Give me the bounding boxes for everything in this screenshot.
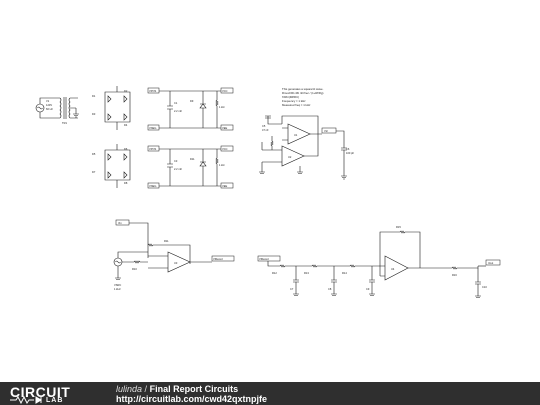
cap-value-c5: 47 nF [262,128,269,132]
filter-chain[interactable]: Vin VSRC 1 kHz R10 R11 U3 Vfiltered Vfil… [113,219,501,298]
rail-tag-vneg[interactable] [147,124,160,131]
footer-bar: CIRCUIT LAB lulinda / Final Report Circu… [0,382,540,405]
diode-label-d1: D1 [92,94,96,98]
svg-text:VNEG: VNEG [149,184,156,188]
diode-label-d3: D3 [92,112,96,116]
diode-label-d7: D7 [92,170,96,174]
tag-vfiltered-1[interactable] [211,255,235,262]
wave-generator[interactable]: This generates a square/tri wave. Rmod=R… [259,87,354,180]
generator-note-4: Frequency = 1 kHz [282,99,306,103]
tag-vfiltered-2[interactable] [257,255,281,262]
tag-vin[interactable] [115,219,130,226]
source-label-vsrc: VSRC [114,283,121,287]
svg-text:VCC: VCC [222,147,228,151]
opamp-u1[interactable] [287,123,311,145]
rail-tag-vcc[interactable] [220,87,234,94]
rail-tag-vee-2[interactable] [220,182,234,189]
ac-source-transformer[interactable]: V1 120V 60 Hz TR1 [35,97,79,125]
regulator-bottom[interactable]: VPOS VNEG VCC VEE C3 2.2 mF D11 1 kΩ [147,145,234,189]
diode-label-d2: D2 [124,89,128,93]
svg-text:VPOS: VPOS [149,89,156,93]
svg-text:C7: C7 [290,287,294,291]
opamp-u2[interactable] [281,145,305,167]
transformer-label: TR1 [62,121,67,125]
svg-text:VEE: VEE [222,184,227,188]
zener-label-d11: D11 [190,157,195,161]
diode-label-d5: D5 [92,152,96,156]
generator-note-3: f=Rb/(4RfRC) [282,95,299,99]
cap-label-c3: C3 [174,159,178,163]
cap-label-c1: C1 [174,101,178,105]
svg-text:U2: U2 [288,155,292,159]
svg-text:R12: R12 [272,271,277,275]
rail-tag-vee[interactable] [220,124,234,131]
res-value-bottom: 1 kΩ [219,163,224,167]
svg-text:VPOS: VPOS [149,147,156,151]
generator-note-1: This generates a square/tri wave. [282,87,324,91]
svg-text:VEE: VEE [222,126,227,130]
regulator-top[interactable]: VPOS VNEG VCC VEE C1 2.2 mF D9 1 kΩ [147,87,234,131]
svg-text:R14: R14 [342,271,347,275]
logo-lab-text: LAB [46,397,64,404]
rail-tag-vpos[interactable] [147,87,160,94]
svg-text:R11: R11 [164,239,169,243]
svg-text:Vfiltered: Vfiltered [259,257,269,261]
breadcrumb-project[interactable]: Final Report Circuits [149,384,239,394]
rail-tag-vcc-2[interactable] [220,145,234,152]
cap-value-c3: 2.2 mF [174,167,182,171]
cap-value-c1: 2.2 mF [174,109,182,113]
svg-text:C8: C8 [328,287,332,291]
diode-label-d8: D8 [124,181,128,185]
logo-wave-icon [10,396,42,404]
source-value: 120V [46,103,52,107]
svg-text:R15: R15 [396,225,401,229]
source-label: V1 [46,99,50,103]
tag-vtri[interactable] [321,127,337,134]
svg-text:Vin: Vin [118,221,122,225]
circuitlab-logo[interactable]: CIRCUIT [10,384,71,400]
breadcrumb: lulinda / Final Report Circuits [116,384,238,394]
svg-text:Vfiltered: Vfiltered [213,257,223,261]
rail-tag-vneg-2[interactable] [147,182,160,189]
breadcrumb-user[interactable]: lulinda [116,384,143,394]
res-value-top: 1 kΩ [219,105,224,109]
opamp-u3[interactable] [167,251,191,273]
circuit-url[interactable]: http://circuitlab.com/cwd42qxtnpjfe [116,394,268,404]
cap-value-c6: 100 pF [346,151,354,155]
svg-text:Vout: Vout [488,261,493,265]
schematic-canvas[interactable]: V1 120V 60 Hz TR1 D1 D2 D3 D4 D5 D6 D7 D… [0,0,540,382]
tag-vout[interactable] [485,259,501,266]
source-frequency: 60 Hz [46,107,53,111]
svg-text:Vtri: Vtri [324,129,328,133]
svg-text:VNEG: VNEG [149,126,156,130]
generator-note-2: Rmod=R1·Rb /2πfrec / (1+Rf/Rg) [282,91,323,95]
svg-text:U1: U1 [294,133,298,137]
source-value-vsrc: 1 kHz [114,287,121,291]
rail-tag-vpos-2[interactable] [147,145,160,152]
opamp-u4[interactable] [384,255,409,281]
svg-text:U3: U3 [174,261,178,265]
diode-label-d6: D6 [124,147,128,151]
cap-label-c5: C5 [262,124,266,128]
svg-text:R13: R13 [304,271,309,275]
rectifier-bridge-top[interactable]: D1 D2 D3 D4 [92,86,131,130]
generator-note-5: Measured freq = 1 kHz [282,103,311,107]
zener-label-d9: D9 [190,99,194,103]
breadcrumb-separator: / [144,384,148,394]
cap-label-c6: C6 [346,147,350,151]
svg-text:U4: U4 [391,267,395,271]
svg-text:C9: C9 [366,287,370,291]
diode-label-d4: D4 [124,123,128,127]
svg-text:R16: R16 [452,273,457,277]
svg-text:VCC: VCC [222,89,228,93]
rectifier-bridge-bottom[interactable]: D5 D6 D7 D8 [92,144,131,188]
svg-text:C10: C10 [482,285,487,289]
svg-text:R10: R10 [132,267,137,271]
